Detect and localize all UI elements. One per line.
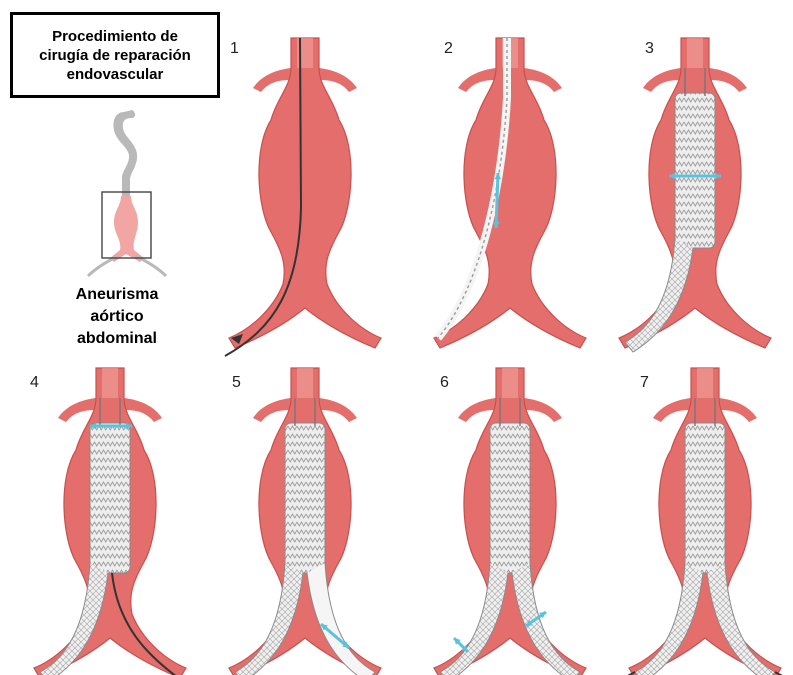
stent-graft-main-body: [285, 423, 325, 573]
stent-graft-left-limb: [440, 563, 508, 675]
expand-arrow-icon: [454, 638, 468, 652]
stent-graft-right-limb: [512, 563, 580, 675]
aorta-lumen-highlight: [297, 368, 313, 398]
stent-graft-main-body: [490, 423, 530, 573]
aorta-lumen-highlight: [102, 368, 118, 398]
procedure-step-7: [613, 368, 793, 675]
procedure-step-3: [619, 38, 771, 352]
aorta-lumen-highlight: [687, 38, 703, 68]
aorta-lumen-highlight: [502, 368, 518, 398]
locator-aorta-arch: [113, 110, 137, 200]
aorta-lumen-highlight: [697, 368, 713, 398]
stent-graft-main-body: [675, 93, 715, 248]
locator-abdominal-aorta: [110, 196, 144, 262]
procedure-step-2: [434, 38, 586, 348]
stent-graft-main-body: [90, 423, 130, 573]
procedure-step-4: [34, 368, 186, 675]
aorta-vessel: [229, 38, 381, 348]
stent-graft-main-body: [685, 423, 725, 573]
stent-graft-right-limb: [707, 563, 775, 675]
stent-graft-left-limb: [235, 563, 303, 675]
procedure-step-5: [229, 368, 381, 675]
procedure-step-6: [434, 368, 586, 675]
locator-figure: [88, 110, 166, 276]
locator-iliac-left: [88, 256, 118, 276]
locator-iliac-right: [136, 256, 166, 276]
stent-graft-right-limb: [307, 563, 375, 675]
stent-graft-left-limb: [635, 563, 703, 675]
procedure-step-1: [225, 38, 381, 356]
stent-graft-left-limb: [40, 563, 108, 675]
